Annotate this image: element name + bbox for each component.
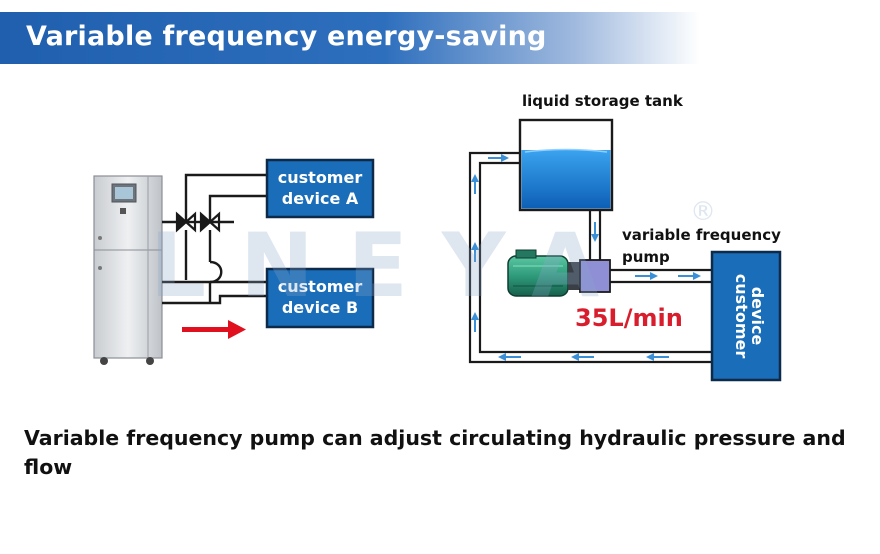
flow-arrow-right-icon	[635, 272, 658, 280]
tank-outlet-pipe	[588, 210, 602, 260]
variable-frequency-pump	[507, 249, 611, 297]
chiller-cabinet	[93, 175, 163, 365]
device-a-label-line1: customer	[278, 168, 363, 187]
valve-2	[199, 211, 221, 233]
header-banner: Variable frequency energy-saving	[0, 12, 700, 64]
flow-rate-value: 35L/min	[575, 304, 683, 332]
left-diagram: customer device A customer device B	[93, 158, 375, 365]
caption-text: Variable frequency pump can adjust circu…	[24, 426, 846, 479]
return-pipe	[468, 151, 712, 364]
device-b-label-line1: customer	[278, 277, 363, 296]
flow-arrow-up-icon	[471, 174, 479, 194]
left-piping	[162, 173, 267, 305]
flow-arrow-up-icon	[471, 312, 479, 332]
flow-arrow-down-icon	[591, 222, 599, 242]
customer-device: customer device	[710, 250, 782, 382]
pump-label-line1: variable frequency	[622, 226, 781, 244]
flow-arrow-right-icon	[678, 272, 701, 280]
device-a-label-line2: device A	[282, 189, 359, 208]
liquid-storage-tank	[518, 118, 614, 212]
flow-arrow-left-icon	[646, 353, 669, 361]
watermark-logo: LNEYA	[150, 214, 633, 317]
page-title: Variable frequency energy-saving	[26, 21, 547, 52]
valve-1	[175, 211, 197, 233]
pump-label-line2: pump	[622, 248, 670, 266]
customer-device-a: customer device A	[265, 158, 375, 219]
supply-pipe	[610, 268, 712, 284]
flow-arrow-left-icon	[571, 353, 594, 361]
flow-arrow-up-icon	[471, 242, 479, 262]
flow-arrows	[471, 154, 701, 361]
device-b-label-line2: device B	[282, 298, 358, 317]
registered-mark-icon: ®	[690, 197, 716, 227]
customer-device-b: customer device B	[265, 267, 375, 329]
right-diagram: customer device liquid storage tank vari…	[468, 92, 782, 382]
device-label-line1: customer	[732, 274, 751, 359]
tank-label: liquid storage tank	[522, 92, 684, 110]
direction-arrow-red-icon	[182, 320, 246, 339]
flow-arrow-left-icon	[498, 353, 521, 361]
device-label-line2: device	[748, 287, 767, 346]
watermark: LNEYA ®	[150, 197, 716, 317]
flow-arrow-right-icon	[488, 154, 509, 162]
